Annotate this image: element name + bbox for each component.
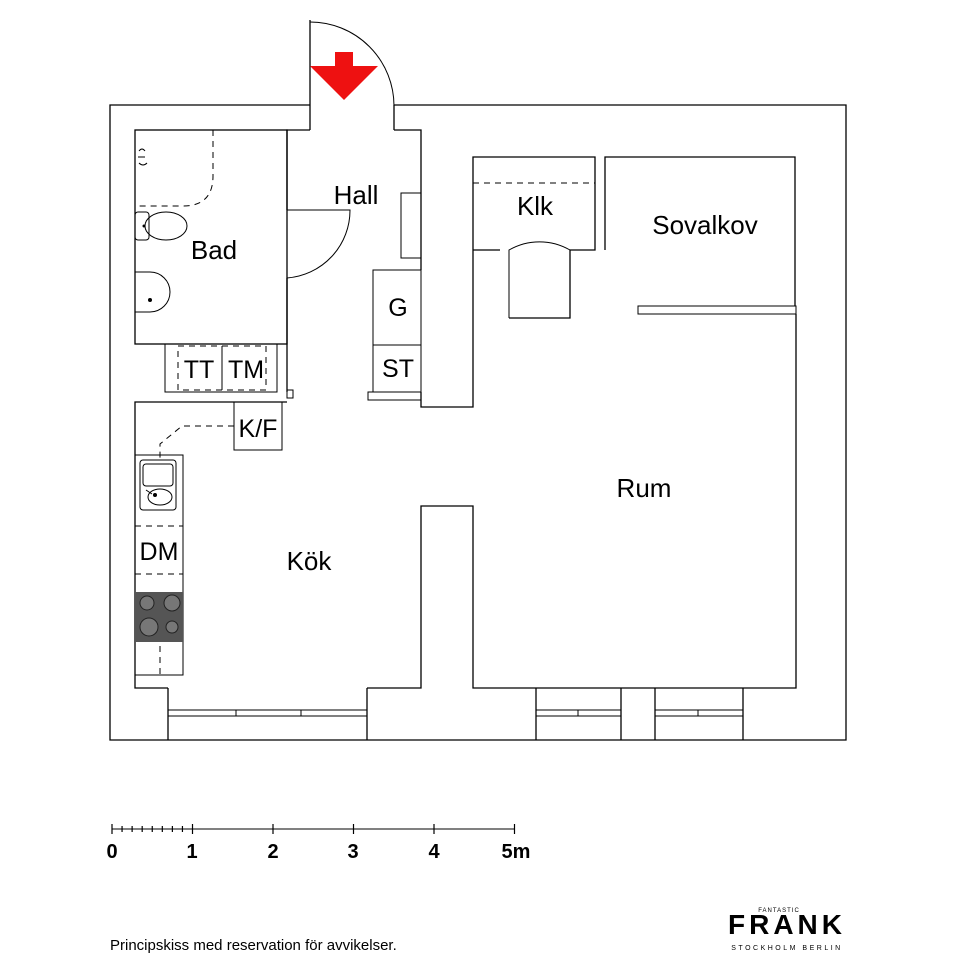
- window-room-left: [535, 687, 622, 740]
- kitchen-sink-icon: [139, 459, 177, 511]
- window-kitchen: [167, 688, 368, 740]
- fixture-label-tm: TM: [228, 356, 264, 384]
- scale-label-1: 1: [186, 841, 197, 863]
- scale-label-5m: 5m: [502, 841, 531, 863]
- sink-icon: [135, 271, 171, 313]
- brand-name: FRANK: [728, 909, 846, 940]
- entrance-arrow-icon: [310, 52, 378, 100]
- fixture-label-g: G: [388, 294, 407, 322]
- room-label-sovalkov: Sovalkov: [652, 210, 758, 240]
- entrance-door: [309, 20, 395, 130]
- toilet-icon: [134, 211, 188, 241]
- scale-label-0: 0: [106, 841, 117, 863]
- scale-label-2: 2: [267, 841, 278, 863]
- laundry-niche: [164, 343, 278, 393]
- fixture-label-dm: DM: [140, 538, 179, 566]
- outer-walls: [109, 104, 847, 741]
- room-label-kok: Kök: [287, 546, 333, 576]
- hall-wardrobe: [400, 192, 422, 259]
- kitchen-walls: [134, 401, 536, 689]
- fixture-label-kf: K/F: [239, 415, 278, 443]
- scale-label-4: 4: [428, 841, 440, 863]
- room-label-rum: Rum: [617, 473, 672, 503]
- sleeping-alcove: [604, 156, 797, 689]
- brand-cities: STOCKHOLM BERLIN: [731, 945, 842, 952]
- scale-bar: 0 1 2 3 4 5m: [106, 824, 530, 863]
- room-label-hall: Hall: [334, 180, 379, 210]
- scale-label-3: 3: [347, 841, 358, 863]
- hall-fixtures: [367, 250, 474, 408]
- shower-icon: [138, 148, 148, 166]
- brand-tagline: FANTASTIC: [758, 908, 800, 914]
- disclaimer-text: Principskiss med reservation för avvikel…: [110, 937, 397, 954]
- room-label-bad: Bad: [191, 235, 237, 265]
- kitchen-counter: [134, 454, 184, 676]
- closet: [472, 156, 596, 319]
- window-room-right: [621, 687, 744, 740]
- brand-logo: FANTASTIC FRANK STOCKHOLM BERLIN: [728, 908, 846, 952]
- fixture-label-tt: TT: [184, 356, 215, 384]
- fixture-label-st: ST: [382, 355, 414, 383]
- room-label-klk: Klk: [517, 191, 554, 221]
- stove-icon: [135, 592, 183, 642]
